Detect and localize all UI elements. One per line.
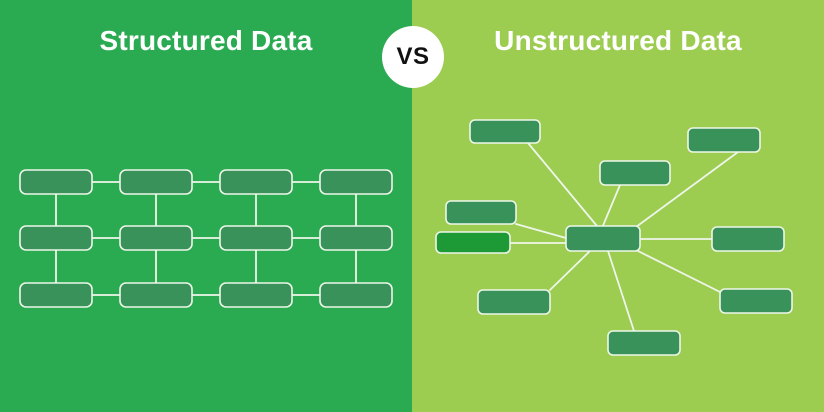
mindmap-node-right-middle (711, 226, 785, 252)
mindmap-link (515, 223, 567, 239)
mindmap-link (549, 250, 591, 291)
grid-cell-node (119, 225, 193, 251)
versus-badge: VS (382, 26, 444, 88)
unstructured-data-title: Unstructured Data (494, 25, 742, 56)
structured-data-grid-diagram (19, 169, 393, 308)
mindmap-link (635, 249, 723, 294)
mindmap-node-bottom-left (477, 289, 551, 315)
grid-cell-node (219, 169, 293, 195)
grid-cell-node (119, 169, 193, 195)
grid-cell-node (19, 169, 93, 195)
mindmap-node-left-lower (435, 231, 511, 254)
mindmap-link (607, 250, 635, 332)
mindmap-node-top-left (469, 119, 541, 144)
grid-cell-node (219, 282, 293, 308)
mindmap-node-left-upper (445, 200, 517, 225)
mindmap-link (631, 151, 739, 231)
mindmap-link (601, 184, 621, 229)
grid-cell-node (319, 169, 393, 195)
mindmap-node-bottom-center (607, 330, 681, 356)
structured-data-panel: Structured Data (0, 0, 412, 412)
grid-cell-node (219, 225, 293, 251)
versus-badge-label: VS (396, 43, 430, 70)
mindmap-node-center (565, 225, 641, 252)
grid-cell-node (19, 225, 93, 251)
mindmap-node-bottom-right (719, 288, 793, 314)
structured-data-title: Structured Data (99, 25, 313, 56)
grid-cell-node (319, 282, 393, 308)
mindmap-link (527, 142, 603, 233)
grid-cell-node (19, 282, 93, 308)
grid-cell-node (319, 225, 393, 251)
mindmap-node-top-center (599, 160, 671, 186)
grid-cell-node (119, 282, 193, 308)
mindmap-node-top-right (687, 127, 761, 153)
